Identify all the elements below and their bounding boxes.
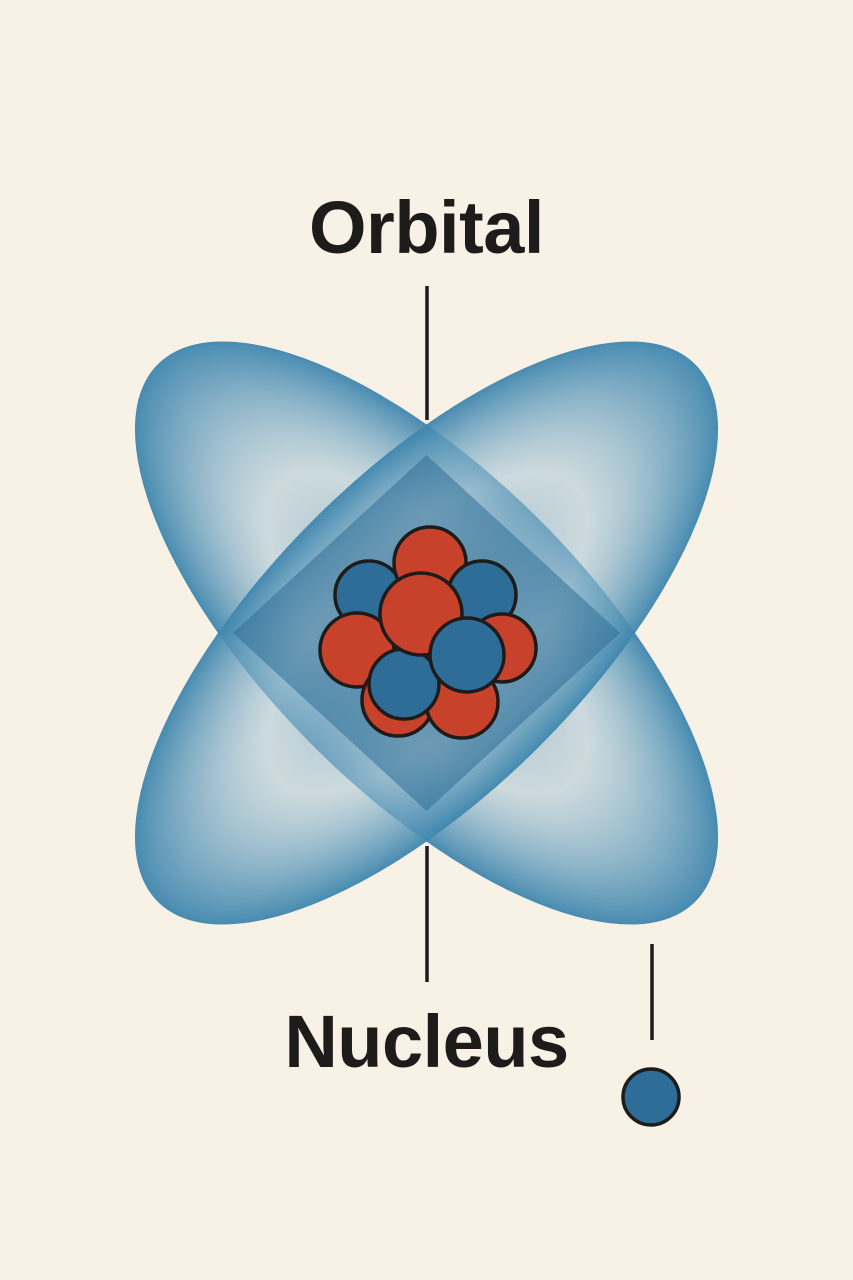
leader-lines (425, 286, 654, 1040)
neutron-particle (367, 647, 441, 721)
electron (621, 1067, 681, 1127)
neutron-particle (428, 616, 506, 694)
nucleus (318, 525, 538, 740)
orbital-label: Orbital (309, 186, 544, 269)
nucleus-label: Nucleus (284, 1000, 569, 1083)
